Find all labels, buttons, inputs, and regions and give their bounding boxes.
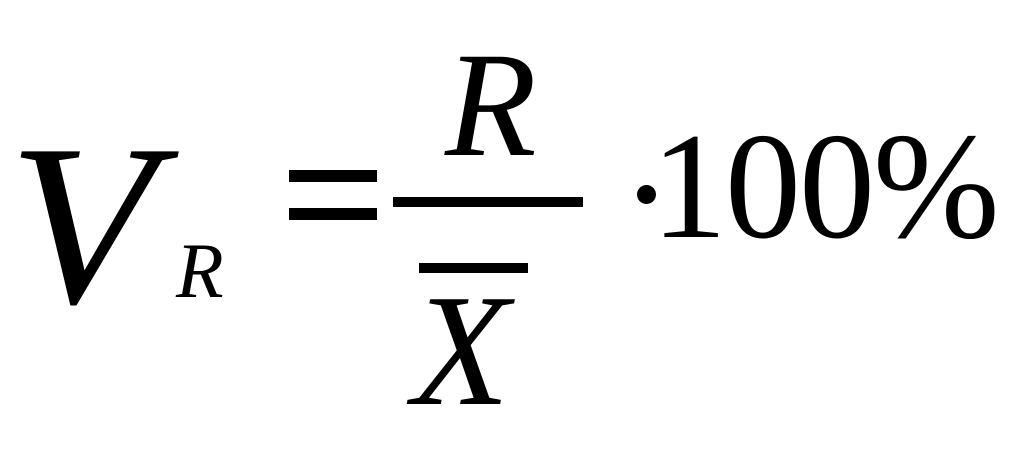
lhs-variable: V (8, 97, 156, 352)
percent-factor: 100% (651, 102, 1000, 270)
mean-overbar (419, 263, 528, 273)
fraction-numerator: R (445, 22, 537, 188)
lhs-subscript: R (176, 227, 224, 314)
fraction-denominator: X (412, 261, 510, 439)
multiply-dot (637, 185, 656, 204)
equals-sign-top-bar (289, 170, 377, 182)
fraction-bar (393, 197, 583, 207)
equals-sign-bottom-bar (289, 208, 377, 220)
